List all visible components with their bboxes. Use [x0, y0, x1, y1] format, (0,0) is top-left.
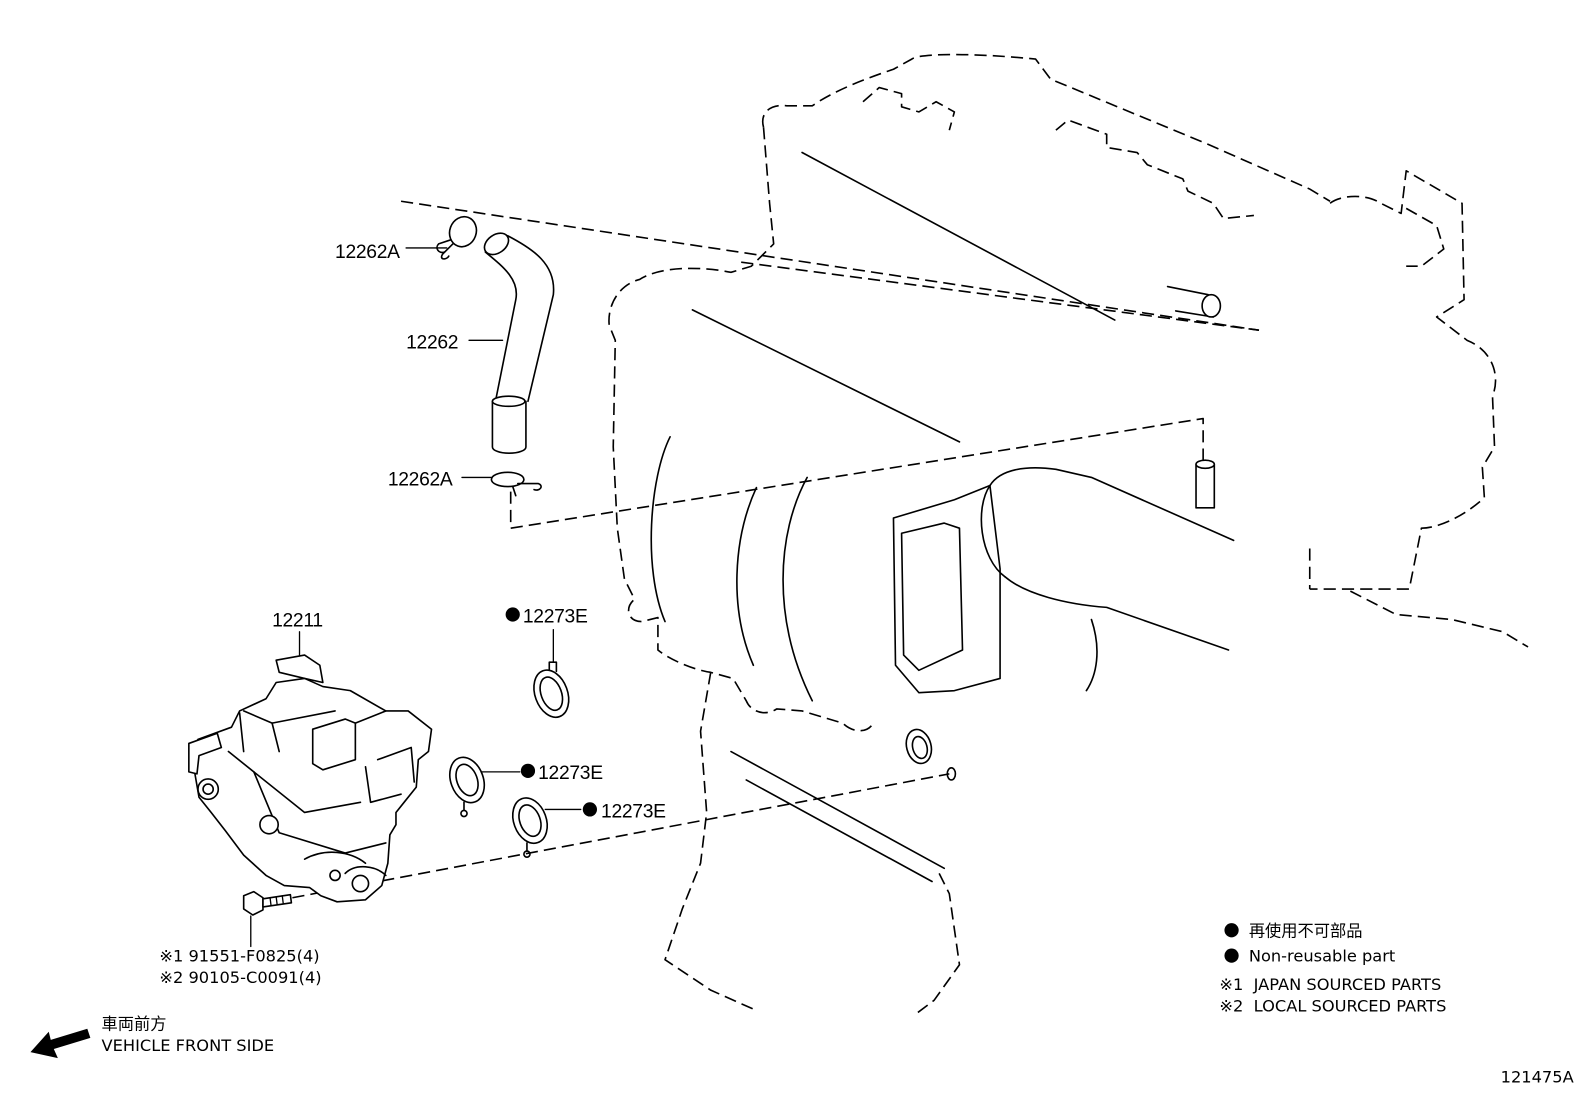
- intake-flange: [892, 484, 1001, 694]
- pump-left-bracket: [188, 732, 223, 775]
- legend: 再使用不可部品 Non-reusable part ※1 JAPAN SOURC…: [1219, 921, 1446, 1015]
- non-reusable-marker: [520, 763, 536, 778]
- pump-left-boss: [197, 778, 220, 801]
- intake-pipe-top-edge: [989, 467, 1235, 542]
- legend-note-local: ※2 LOCAL SOURCED PARTS: [1219, 996, 1446, 1015]
- timing-cover-arc-middle: [736, 486, 758, 667]
- hose: [468, 232, 555, 455]
- callout-gasket-b: 12273E: [538, 763, 603, 784]
- non-reusable-marker: [505, 607, 520, 622]
- bolt-note-local: ※2 90105-C0091(4): [159, 968, 321, 987]
- callout-gasket-a: 12273E: [523, 607, 588, 628]
- non-reusable-marker: [582, 802, 597, 817]
- hose-nipple-lower: [1195, 459, 1216, 509]
- cam-cover-edge-line: [801, 151, 1116, 321]
- legend-note-japan: ※1 JAPAN SOURCED PARTS: [1219, 975, 1441, 994]
- guide-line-bolt: [292, 773, 950, 899]
- timing-cover-arc-inner: [782, 476, 814, 702]
- block-edge-line-2: [745, 779, 933, 883]
- timing-cover-outline: [608, 127, 874, 732]
- intake-flange-inner: [900, 522, 964, 672]
- callout-clamp-lower: 12262A: [388, 470, 453, 491]
- callout-hose: 12262: [406, 332, 458, 353]
- head-lower-edge-line: [691, 309, 961, 443]
- intake-pipe-end: [980, 484, 1006, 578]
- bolt-note-japan: ※1 91551-F0825(4): [159, 947, 319, 966]
- guide-line-upper-b: [741, 261, 1260, 331]
- clamp-upper: [405, 215, 478, 260]
- engine-block-left-outline: [664, 672, 757, 1012]
- intake-pipe-bottom-edge: [1004, 576, 1230, 651]
- hose-nipple-upper: [1166, 285, 1222, 318]
- vehicle-front-arrow-icon: [30, 1028, 91, 1059]
- cam-cover-steps-front: [862, 86, 956, 131]
- engine-right-outline: [1309, 169, 1497, 590]
- bolt: [242, 890, 293, 948]
- pump-top-cylinder: [311, 718, 357, 771]
- callout-pump-assembly: 12211: [272, 611, 323, 632]
- legend-marker: [1224, 948, 1239, 963]
- guide-line-upper-a: [400, 200, 1260, 331]
- cam-cover-bracket: [1405, 207, 1445, 268]
- guide-lines: [292, 200, 1260, 899]
- legend-marker: [1224, 923, 1239, 938]
- cylinder-head-top-outline: [761, 53, 1331, 202]
- front-direction-jp: 車両前方: [102, 1015, 167, 1034]
- engine-bottom-right-outline: [1349, 590, 1529, 648]
- front-direction-en: VEHICLE FRONT SIDE: [102, 1036, 275, 1055]
- gasket-c: [511, 797, 582, 858]
- pump-mount-boss: [259, 814, 280, 835]
- gasket-b: [449, 756, 521, 818]
- timing-cover-arc-outer: [650, 435, 671, 623]
- bolt-hex-head: [242, 890, 264, 916]
- legend-non-reusable-en: Non-reusable part: [1249, 947, 1395, 966]
- gasket-a: [533, 629, 570, 719]
- engine-mount-hole: [905, 728, 957, 781]
- legend-non-reusable-jp: 再使用不可部品: [1249, 921, 1363, 940]
- guide-line-lower: [509, 417, 1204, 529]
- pump-body: [190, 677, 433, 903]
- callout-clamp-upper: 12262A: [335, 242, 400, 263]
- cam-cover-steps: [1055, 119, 1254, 220]
- engine-outline: [608, 53, 1529, 1017]
- clamp-lower: [461, 471, 542, 497]
- block-edge-line-1: [730, 750, 946, 870]
- intake-pipe: [892, 467, 1235, 694]
- pump-assembly: [188, 631, 433, 903]
- callout-gasket-c: 12273E: [601, 802, 666, 823]
- block-side-curve: [1085, 618, 1098, 692]
- pump-flange-boss: [351, 874, 370, 893]
- figure-number: 121475A: [1501, 1068, 1574, 1087]
- engine-block-lower-outline: [913, 873, 961, 1017]
